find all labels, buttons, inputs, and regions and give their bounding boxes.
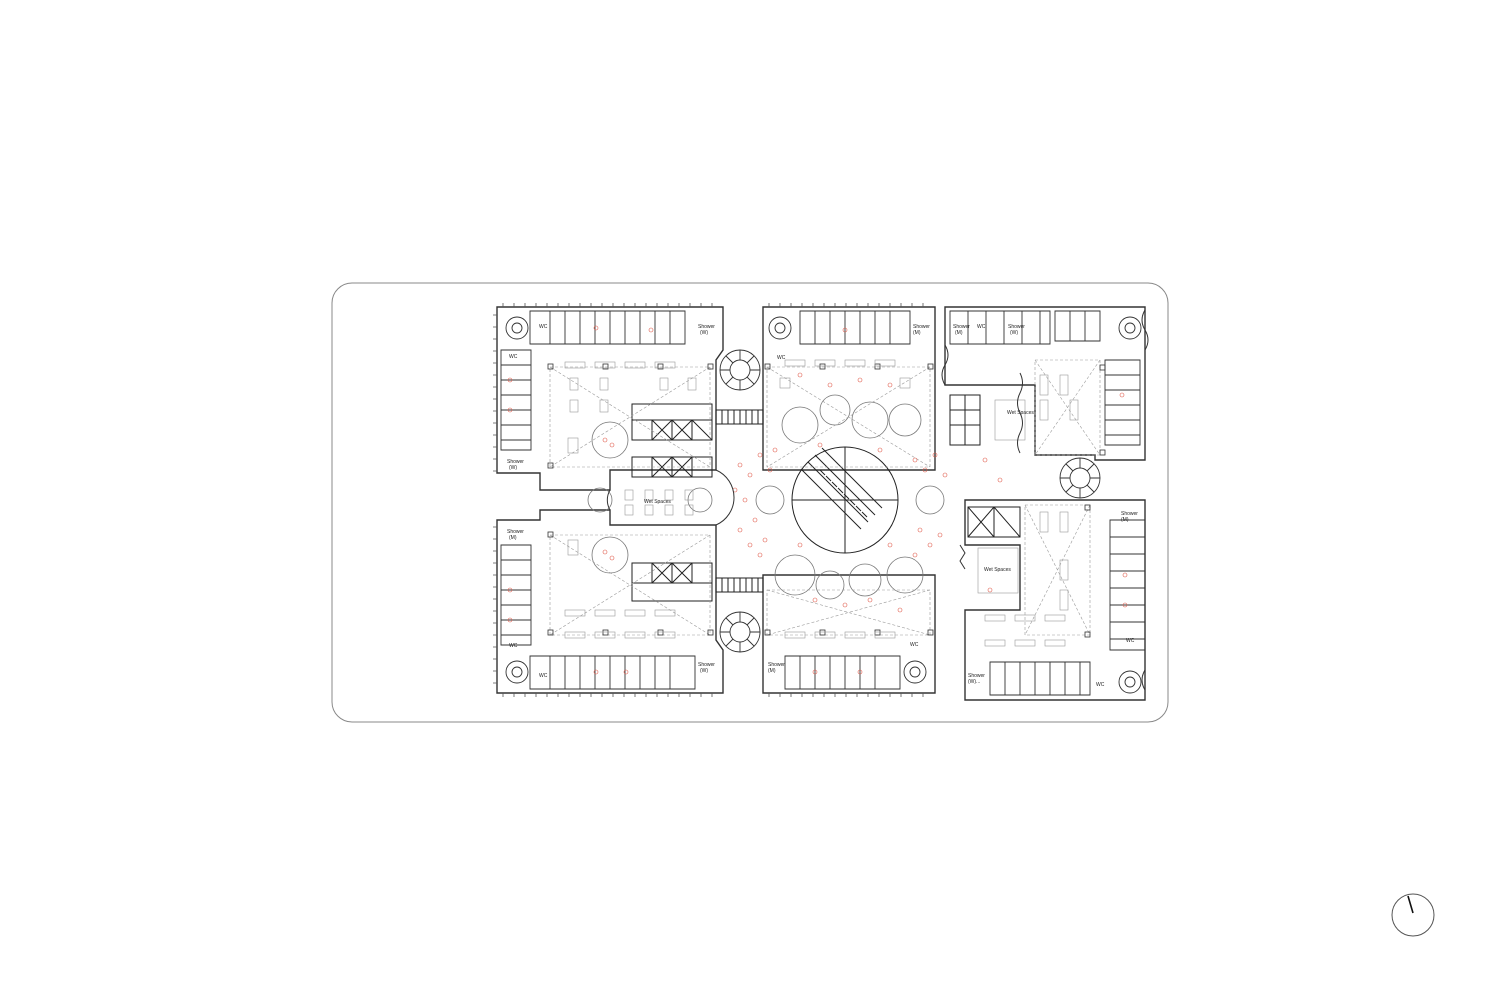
label-shower: Shower	[1121, 511, 1138, 517]
label-shower: Shower	[768, 662, 785, 668]
structural-columns	[547, 363, 1106, 638]
cubicles	[500, 310, 1146, 696]
spiral-stairs	[505, 316, 1142, 694]
label-shower: Shower	[953, 324, 970, 330]
label-shower: Shower	[968, 673, 985, 679]
label-wc: WC	[539, 673, 548, 679]
label-shower-m: (M)	[768, 668, 776, 674]
label-wc: WC	[509, 643, 518, 649]
label-shower-w: (W)	[1010, 330, 1018, 336]
label-shower: Shower	[913, 324, 930, 330]
site-boundary	[331, 282, 1169, 723]
label-shower: Shower	[698, 662, 715, 668]
facade-columns	[493, 303, 924, 697]
meeting-pods	[587, 394, 945, 600]
label-shower-m: (M)	[509, 535, 517, 541]
zone-lines	[549, 359, 1101, 636]
label-shower: Shower	[1008, 324, 1025, 330]
label-shower-m: (M)	[955, 330, 963, 336]
label-shower-w: (W)	[700, 668, 708, 674]
room-labels: Wet Spaces Wet Spaces Wet Spaces WC WC W…	[507, 324, 1138, 688]
label-wc: WC	[509, 354, 518, 360]
label-shower: Shower	[698, 324, 715, 330]
label-shower: Shower	[507, 529, 524, 535]
label-shower-ellipsis: (W)...	[968, 679, 980, 685]
service-cores	[631, 394, 1021, 602]
label-wet-spaces-bottom-right: Wet Spaces	[984, 567, 1011, 573]
label-wc: WC	[910, 642, 919, 648]
label-wc: WC	[1126, 638, 1135, 644]
label-wc: WC	[1096, 682, 1105, 688]
label-wc: WC	[539, 324, 548, 330]
label-wet-spaces-left: Wet Spaces	[644, 499, 671, 505]
label-wet-spaces-top-right: Wet Spaces	[1007, 410, 1034, 416]
label-shower-w: (W)	[700, 330, 708, 336]
workstations	[564, 359, 1079, 647]
label-shower-w: (W)	[509, 465, 517, 471]
central-atrium	[791, 446, 899, 554]
label-wc: WC	[777, 355, 786, 361]
label-shower-m: (M)	[913, 330, 921, 336]
north-arrow-icon	[1391, 893, 1435, 937]
label-shower-m: (M)	[1121, 517, 1129, 523]
label-wc: WC	[977, 324, 986, 330]
label-shower: Shower	[507, 459, 524, 465]
curved-walls	[606, 309, 1149, 691]
